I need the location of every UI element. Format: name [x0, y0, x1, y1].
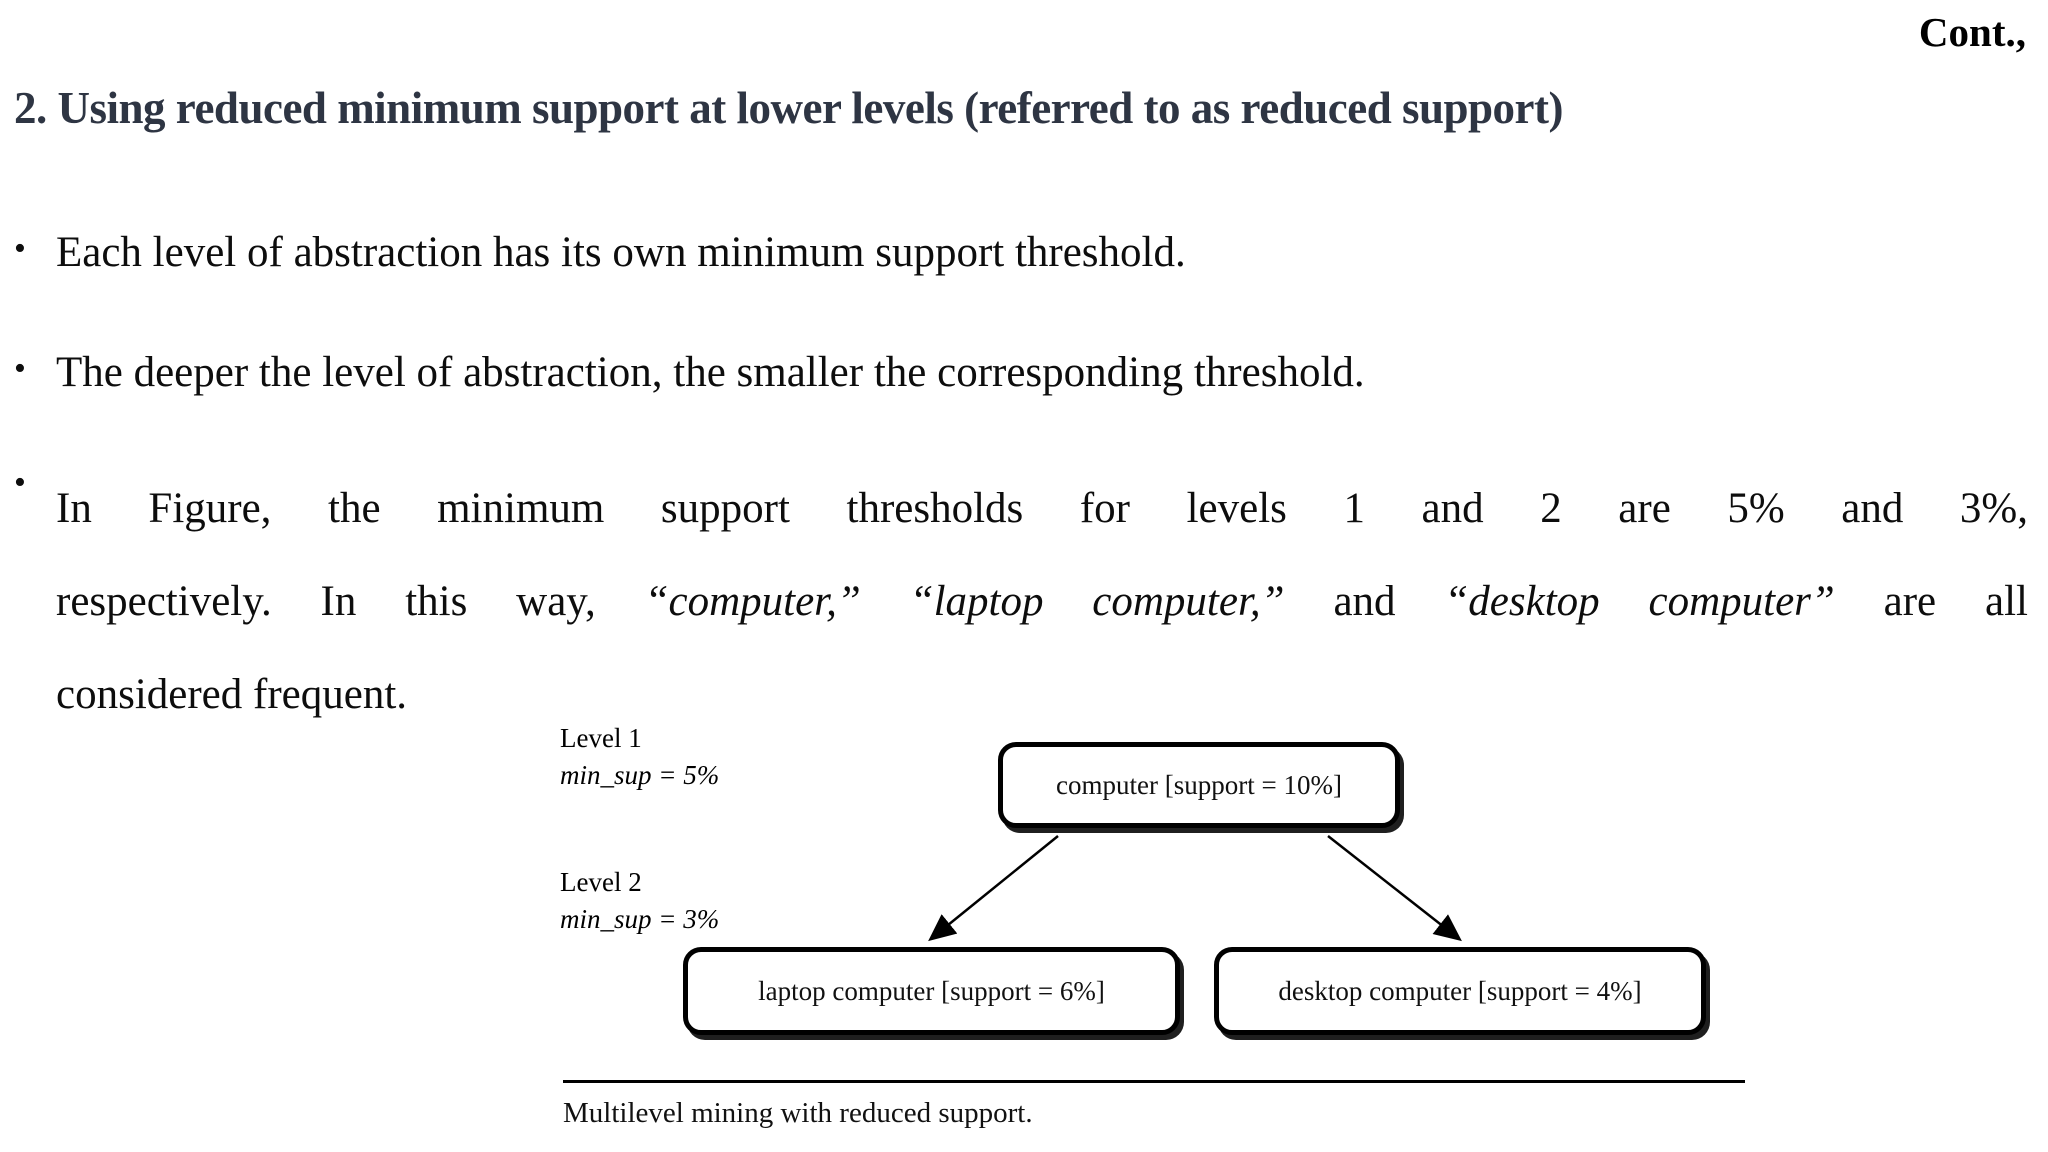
tree-node-computer: computer [support = 10%]: [998, 742, 1400, 828]
level-1-title: Level 1: [560, 723, 642, 753]
bullet-marker: •: [14, 350, 26, 387]
bullet-item-3: • In Figure, the minimum support thresho…: [14, 462, 2028, 741]
line2-italic-2: “desktop computer”: [1444, 578, 1835, 625]
slide-title: 2. Using reduced minimum support at lowe…: [14, 83, 1564, 133]
figure-level-1-label: Level 1 min_sup = 5%: [560, 720, 719, 794]
bullet-item-2: • The deeper the level of abstraction, t…: [14, 348, 2028, 397]
figure-divider-line: [563, 1080, 1745, 1083]
level-2-minsup: min_sup = 3%: [560, 904, 720, 934]
bullet-text-1: Each level of abstraction has its own mi…: [56, 229, 1186, 276]
bullet-text-3: In Figure, the minimum support threshold…: [56, 462, 2028, 741]
level-1-minsup: min_sup = 5%: [560, 760, 720, 790]
bullet-text-2: The deeper the level of abstraction, the…: [56, 349, 1365, 396]
line2-roman-2: and: [1284, 578, 1445, 625]
bullet-marker: •: [14, 464, 26, 501]
continuation-label: Cont.,: [1918, 9, 2026, 55]
bullet-item-1: • Each level of abstraction has its own …: [14, 228, 2028, 277]
line2-roman-3: are all: [1834, 578, 2028, 625]
level-2-title: Level 2: [560, 867, 642, 897]
bullet-3-line-2: respectively. In this way, “computer,” “…: [56, 555, 2028, 648]
bullet-3-line-3: considered frequent.: [56, 671, 408, 718]
edge-arrow-right: [1327, 835, 1462, 942]
edge-arrow-left: [928, 835, 1059, 942]
line2-italic-1: “computer,” “laptop computer,”: [644, 578, 1285, 625]
bullet-3-line-1: In Figure, the minimum support threshold…: [56, 485, 2028, 532]
tree-node-laptop-computer: laptop computer [support = 6%]: [683, 947, 1180, 1035]
bullet-marker: •: [14, 230, 26, 267]
figure-caption: Multilevel mining with reduced support.: [563, 1097, 1033, 1129]
tree-node-desktop-computer: desktop computer [support = 4%]: [1214, 947, 1706, 1035]
line2-roman-1: respectively. In this way,: [56, 578, 645, 625]
figure-level-2-label: Level 2 min_sup = 3%: [560, 864, 719, 938]
